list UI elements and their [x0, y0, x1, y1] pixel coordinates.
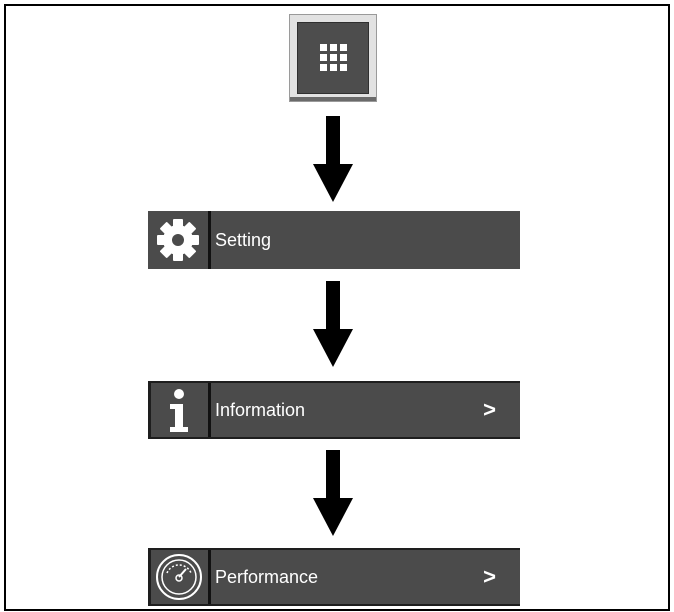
flow-arrow-1	[313, 116, 353, 202]
flow-arrow-2	[313, 281, 353, 367]
information-label: Information	[215, 400, 306, 420]
info-icon	[170, 389, 188, 432]
flow-arrow-3	[313, 450, 353, 536]
setting-label: Setting	[215, 230, 272, 250]
menu-button-face	[297, 22, 369, 94]
performance-item[interactable]: Performance >	[148, 548, 520, 606]
information-item[interactable]: Information >	[148, 381, 520, 439]
menu-button-underline	[290, 97, 376, 101]
performance-divider	[208, 550, 211, 604]
gauge-icon	[156, 554, 202, 600]
information-left-edge	[148, 383, 151, 437]
setting-divider	[208, 211, 211, 269]
performance-label: Performance	[215, 567, 319, 587]
menu-button[interactable]	[289, 14, 377, 102]
setting-icon-cell	[148, 211, 208, 269]
information-icon-cell	[148, 383, 208, 437]
grid-icon	[320, 44, 347, 71]
information-divider	[208, 383, 211, 437]
performance-icon-cell	[148, 550, 208, 604]
chevron-right-icon: >	[483, 397, 496, 422]
setting-item[interactable]: Setting	[148, 211, 520, 269]
gear-icon	[157, 219, 199, 261]
performance-left-edge	[148, 550, 151, 604]
chevron-right-icon: >	[483, 564, 496, 589]
